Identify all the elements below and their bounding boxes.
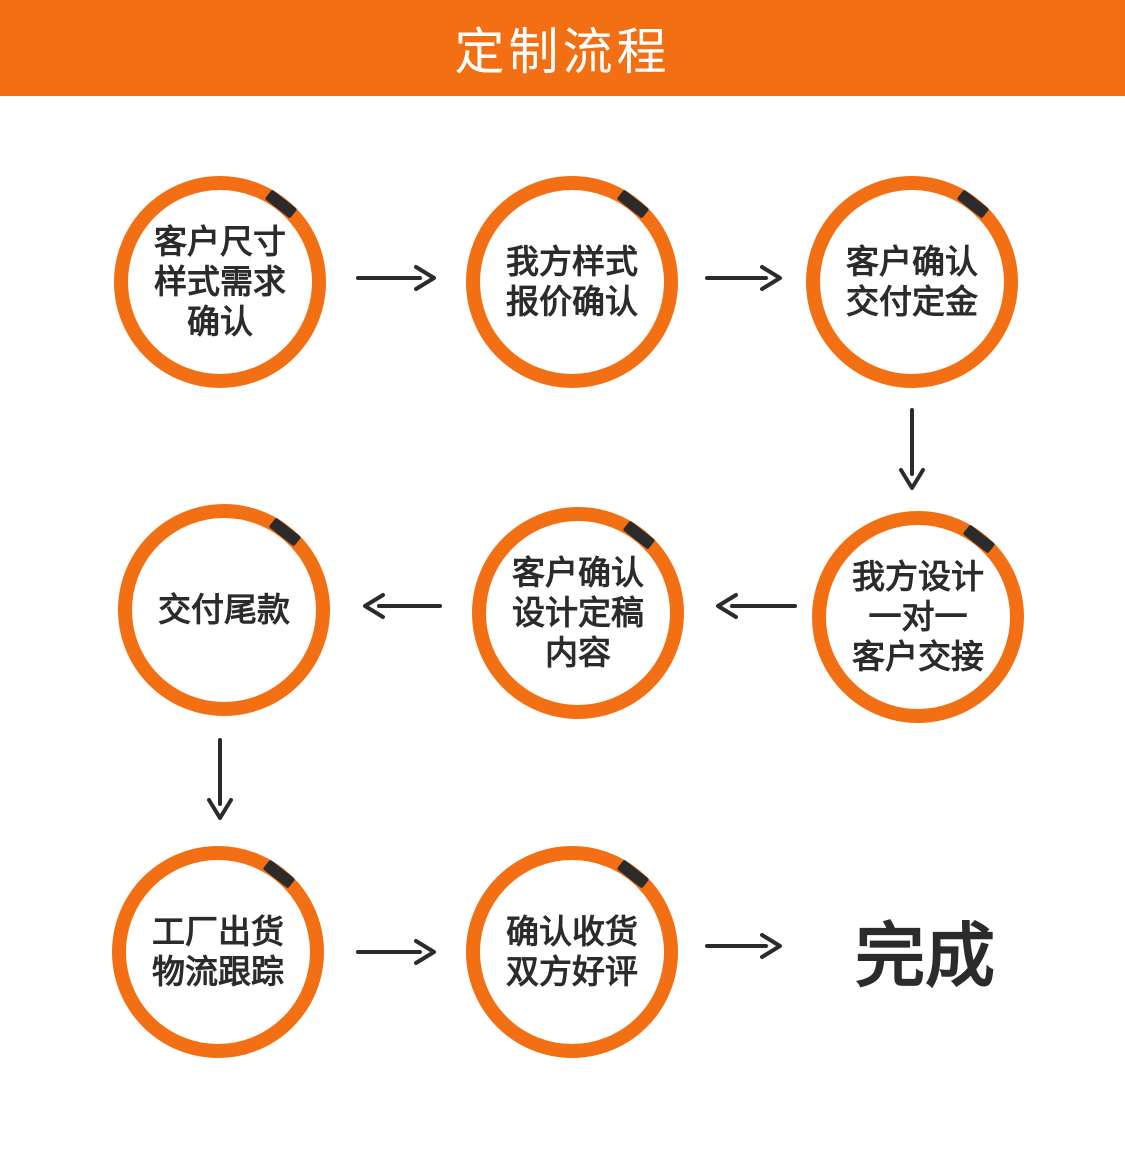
step-ring <box>466 846 678 1058</box>
ring-tab-mark <box>617 190 649 218</box>
arrow-1 <box>356 265 436 291</box>
ring-circle <box>472 507 684 719</box>
step-label: 交付尾款 <box>144 530 304 690</box>
step-label-line: 物流跟踪 <box>152 952 284 991</box>
step-label-line: 客户尺寸 <box>154 222 286 261</box>
step-ring <box>812 511 1024 723</box>
step-label-line: 内容 <box>545 633 611 672</box>
step-label: 我方设计一对一客户交接 <box>838 537 998 697</box>
step-label-line: 报价确认 <box>506 282 638 321</box>
arrow-3 <box>899 408 925 490</box>
page-title: 定制流程 <box>454 23 671 81</box>
step-label-line: 工厂出货 <box>152 912 284 951</box>
step-label-line: 样式需求 <box>154 262 286 301</box>
step-node-7: 工厂出货物流跟踪 <box>108 842 328 1062</box>
ring-tab-mark <box>623 521 655 549</box>
arrow-2 <box>705 265 782 291</box>
ring-tab-mark <box>617 860 649 888</box>
ring-circle <box>112 846 324 1058</box>
ring-circle <box>812 511 1024 723</box>
header-bar: 定制流程 <box>0 0 1125 96</box>
step-ring <box>114 176 326 388</box>
step-node-8: 确认收货双方好评 <box>462 842 682 1062</box>
arrow-6 <box>207 738 233 820</box>
ring-tab-mark <box>957 190 989 218</box>
step-node-6: 交付尾款 <box>114 500 334 720</box>
ring-tab-mark <box>265 190 297 218</box>
ring-circle <box>466 176 678 388</box>
step-label: 客户确认设计定稿内容 <box>498 533 658 693</box>
ring-circle <box>466 846 678 1058</box>
step-label-line: 客户交接 <box>852 637 984 676</box>
step-ring <box>112 846 324 1058</box>
step-label-line: 双方好评 <box>506 952 638 991</box>
step-node-2: 我方样式报价确认 <box>462 172 682 392</box>
step-ring <box>118 504 330 716</box>
step-node-5: 客户确认设计定稿内容 <box>468 503 688 723</box>
step-ring <box>806 176 1018 388</box>
step-ring <box>466 176 678 388</box>
step-label: 确认收货双方好评 <box>492 872 652 1032</box>
step-label-line: 确认收货 <box>506 912 638 951</box>
ring-circle <box>806 176 1018 388</box>
ring-circle <box>114 176 326 388</box>
arrow-7 <box>356 939 436 965</box>
step-label-line: 客户确认 <box>512 553 644 592</box>
step-label-line: 设计定稿 <box>512 593 644 632</box>
step-label: 客户尺寸样式需求确认 <box>140 202 300 362</box>
step-label: 工厂出货物流跟踪 <box>138 872 298 1032</box>
arrow-8 <box>705 933 782 959</box>
ring-circle <box>118 504 330 716</box>
ring-tab-mark <box>263 860 295 888</box>
step-label-line: 我方设计 <box>852 557 984 596</box>
step-label: 客户确认交付定金 <box>832 202 992 362</box>
step-node-3: 客户确认交付定金 <box>802 172 1022 392</box>
step-label: 我方样式报价确认 <box>492 202 652 362</box>
step-label-line: 交付定金 <box>846 282 978 321</box>
step-label-line: 交付尾款 <box>158 590 290 629</box>
step-label-line: 确认 <box>187 302 253 341</box>
step-ring <box>472 507 684 719</box>
step-node-1: 客户尺寸样式需求确认 <box>110 172 330 392</box>
step-label-line: 一对一 <box>868 597 968 636</box>
ring-tab-mark <box>963 525 995 553</box>
step-node-4: 我方设计一对一客户交接 <box>808 507 1028 727</box>
finish-label: 完成 <box>855 914 995 997</box>
arrow-4 <box>716 593 797 619</box>
ring-tab-mark <box>269 518 301 546</box>
step-label-line: 我方样式 <box>506 242 638 281</box>
arrow-5 <box>363 593 442 619</box>
step-label-line: 客户确认 <box>846 242 978 281</box>
